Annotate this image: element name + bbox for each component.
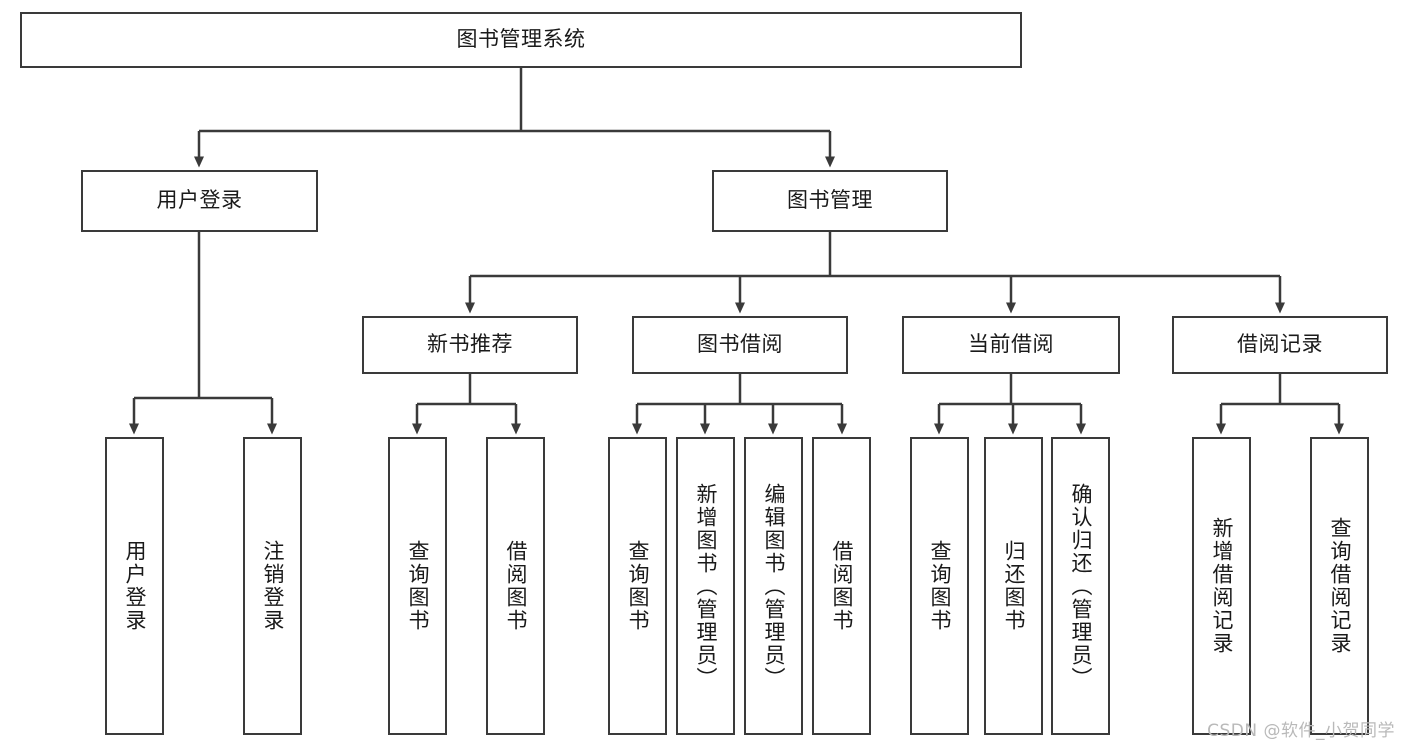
node-book-manage-label: 图书管理 — [787, 188, 873, 213]
node-current-return-book-label: 归还图书 — [1001, 540, 1026, 632]
node-user-login-do[interactable]: 用户登录 — [105, 437, 164, 735]
node-book-manage[interactable]: 图书管理 — [712, 170, 948, 232]
node-current-query-book-label: 查询图书 — [927, 540, 952, 632]
node-record-query-label: 查询借阅记录 — [1327, 517, 1352, 655]
node-borrow-do-borrow[interactable]: 借阅图书 — [812, 437, 871, 735]
node-user-login-do-label: 用户登录 — [122, 540, 147, 632]
node-current-query-book[interactable]: 查询图书 — [910, 437, 969, 735]
node-book-borrow[interactable]: 图书借阅 — [632, 316, 848, 374]
node-borrow-records-label: 借阅记录 — [1237, 332, 1323, 357]
node-current-return-book[interactable]: 归还图书 — [984, 437, 1043, 735]
node-rec-query-book-label: 查询图书 — [405, 540, 430, 632]
node-rec-borrow-book-label: 借阅图书 — [503, 540, 528, 632]
node-book-borrow-label: 图书借阅 — [697, 332, 783, 357]
node-borrow-add-book-label: 新增图书（管理员） — [693, 482, 718, 690]
node-root[interactable]: 图书管理系统 — [20, 12, 1022, 68]
node-user-login-label: 用户登录 — [156, 188, 243, 213]
node-user-login[interactable]: 用户登录 — [81, 170, 318, 232]
node-borrow-edit-book[interactable]: 编辑图书（管理员） — [744, 437, 803, 735]
node-borrow-query-book-label: 查询图书 — [625, 540, 650, 632]
node-borrow-query-book[interactable]: 查询图书 — [608, 437, 667, 735]
node-borrow-do-borrow-label: 借阅图书 — [829, 540, 854, 632]
node-record-add[interactable]: 新增借阅记录 — [1192, 437, 1251, 735]
node-record-add-label: 新增借阅记录 — [1209, 517, 1234, 655]
node-new-book-recommend[interactable]: 新书推荐 — [362, 316, 578, 374]
node-user-logout-label: 注销登录 — [260, 540, 285, 632]
node-borrow-add-book[interactable]: 新增图书（管理员） — [676, 437, 735, 735]
node-user-logout[interactable]: 注销登录 — [243, 437, 302, 735]
node-current-borrow-label: 当前借阅 — [968, 332, 1054, 357]
node-current-confirm-return-label: 确认归还（管理员） — [1068, 482, 1093, 690]
node-rec-query-book[interactable]: 查询图书 — [388, 437, 447, 735]
node-record-query[interactable]: 查询借阅记录 — [1310, 437, 1369, 735]
node-current-borrow[interactable]: 当前借阅 — [902, 316, 1120, 374]
node-borrow-records[interactable]: 借阅记录 — [1172, 316, 1388, 374]
node-rec-borrow-book[interactable]: 借阅图书 — [486, 437, 545, 735]
node-current-confirm-return[interactable]: 确认归还（管理员） — [1051, 437, 1110, 735]
node-borrow-edit-book-label: 编辑图书（管理员） — [761, 482, 786, 690]
node-root-label: 图书管理系统 — [456, 27, 586, 52]
node-new-book-recommend-label: 新书推荐 — [427, 332, 513, 357]
